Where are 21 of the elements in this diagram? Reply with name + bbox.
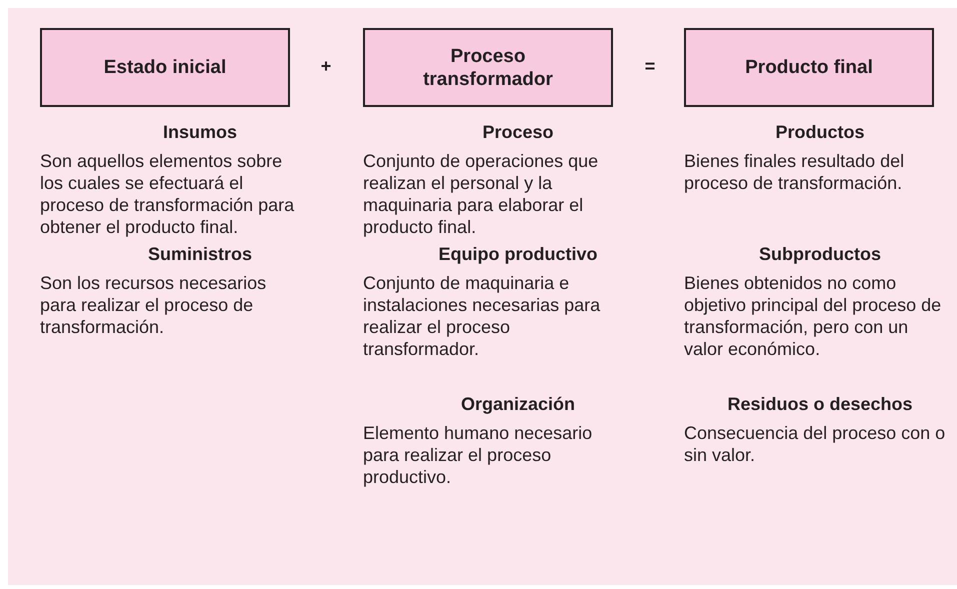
section-heading: Equipo productivo: [438, 244, 598, 265]
process-box: Proceso transformador: [363, 28, 613, 107]
section-heading: Productos: [776, 122, 864, 143]
process-box: Producto final: [684, 28, 934, 107]
section-heading: Insumos: [163, 122, 237, 143]
section-heading: Residuos o desechos: [727, 394, 913, 415]
description-text: Conjunto de operaciones que realizan el personal y la maquinaria para elaborar el producto final.: [363, 150, 600, 238]
description-text: Son aquellos elementos sobre los cuales se efectuará el proceso de transformación para obtener el producto final.: [40, 150, 295, 238]
description-text: Son los recursos necesarios para realizar el proceso de transformación.: [40, 272, 268, 338]
section-heading: Organización: [460, 394, 576, 415]
description-text: Consecuencia del proceso con o sin valor.: [684, 422, 946, 466]
operator-sign: =: [644, 56, 656, 77]
description-text: Bienes obtenidos no como objetivo principal del proceso de transformación, pero con un valor económico.: [684, 272, 942, 360]
description-text: Bienes finales resultado del proceso de transformación.: [684, 150, 906, 194]
section-heading: Suministros: [148, 244, 252, 265]
section-heading: Proceso: [482, 122, 554, 143]
process-box: Estado inicial: [40, 28, 290, 107]
description-text: Elemento humano necesario para realizar el proceso productivo.: [363, 422, 594, 488]
operator-sign: +: [320, 56, 332, 77]
section-heading: Subproductos: [759, 244, 881, 265]
description-text: Conjunto de maquinaria e instalaciones necesarias para realizar el proceso transformador.: [363, 272, 602, 360]
